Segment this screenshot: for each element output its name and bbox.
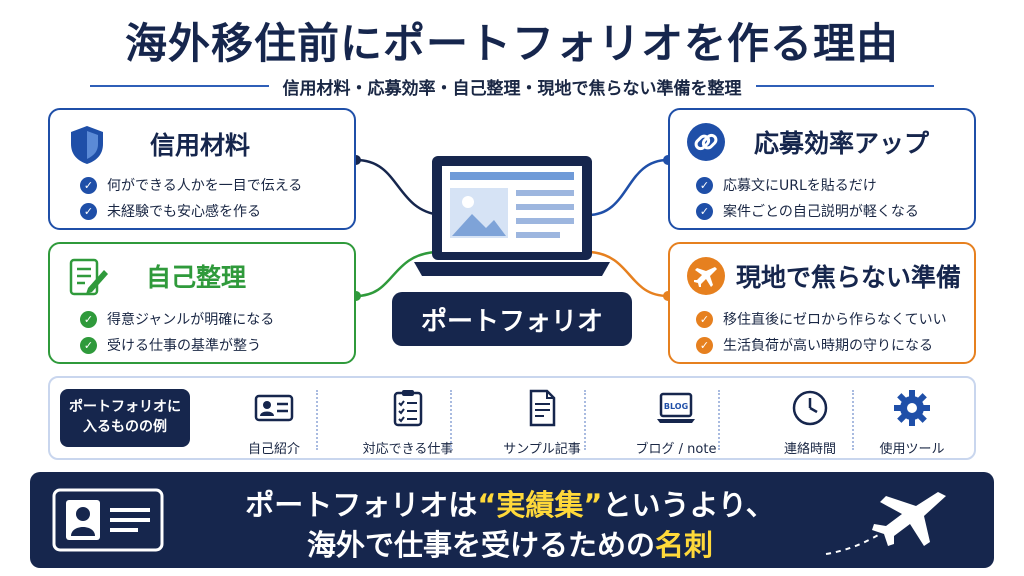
- subtitle-left-rule: [90, 85, 269, 87]
- example-label: 自己紹介: [247, 442, 300, 457]
- check-icon: ✓: [80, 336, 97, 354]
- card-self-organize: 自己整理 ✓ 得意ジャンルが明確になる ✓ 受ける仕事の基準が整う: [48, 242, 356, 364]
- card-credential-list: ✓ 何ができる人かを一目で伝える ✓ 未経験でも安心感を作る: [80, 172, 302, 224]
- checklist-icon: [393, 390, 423, 427]
- examples-heading-line2: 入るものの例: [83, 419, 167, 435]
- examples-divider: [718, 390, 720, 450]
- page-title: 海外移住前にポートフォリオを作る理由: [124, 19, 899, 68]
- id-card-icon: [254, 394, 294, 422]
- example-label: 使用ツール: [879, 442, 945, 457]
- card-preparation-list: ✓ 移住直後にゼロから作らなくていい ✓ 生活負荷が高い時期の守りになる: [696, 306, 947, 358]
- example-self-intro: 自己紹介: [210, 378, 338, 462]
- list-item: ✓ 生活負荷が高い時期の守りになる: [696, 332, 947, 358]
- examples-divider: [450, 390, 452, 450]
- check-icon: ✓: [80, 202, 97, 220]
- list-item-text: 得意ジャンルが明確になる: [107, 312, 275, 328]
- page-subtitle: 信用材料・応募効率・自己整理・現地で焦らない準備を整理: [282, 78, 742, 99]
- check-icon: ✓: [696, 336, 713, 354]
- examples-divider: [316, 390, 318, 450]
- example-label: ブログ / note: [635, 442, 717, 457]
- examples-divider: [852, 390, 854, 450]
- summary-banner: ポートフォリオは“実績集”というより、 海外で仕事を受けるための名刺: [30, 472, 994, 568]
- connector-efficiency: [587, 158, 669, 217]
- card-efficiency: 応募効率アップ ✓ 応募文にURLを貼るだけ ✓ 案件ごとの自己説明が軽くなる: [668, 108, 976, 230]
- list-item-text: 移住直後にゼロから作らなくていい: [723, 312, 947, 328]
- check-icon: ✓: [696, 310, 713, 328]
- check-icon: ✓: [696, 176, 713, 194]
- banner-line-1: ポートフォリオは“実績集”というより、: [230, 482, 790, 524]
- check-icon: ✓: [696, 202, 713, 220]
- example-services: 対応できる仕事: [344, 378, 472, 462]
- list-item: ✓ 未経験でも安心感を作る: [80, 198, 302, 224]
- examples-divider: [584, 390, 586, 450]
- banner-highlight-business-card: 名刺: [655, 528, 714, 562]
- card-preparation-title: 現地で焦らない準備: [736, 263, 962, 292]
- card-efficiency-list: ✓ 応募文にURLを貼るだけ ✓ 案件ごとの自己説明が軽くなる: [696, 172, 919, 224]
- card-self-organize-title: 自己整理: [146, 263, 247, 292]
- examples-heading-line1: ポートフォリオに: [69, 399, 181, 415]
- link-icon: [687, 123, 725, 161]
- list-item: ✓ 案件ごとの自己説明が軽くなる: [696, 198, 919, 224]
- card-self-organize-list: ✓ 得意ジャンルが明確になる ✓ 受ける仕事の基準が整う: [80, 306, 274, 358]
- example-blog: BLOG ブログ / note: [612, 378, 740, 462]
- list-item-text: 応募文にURLを貼るだけ: [723, 178, 877, 194]
- list-item-text: 受ける仕事の基準が整う: [107, 338, 261, 354]
- portfolio-examples: ポートフォリオに 入るものの例 自己紹介 対応できる仕事: [48, 376, 976, 460]
- example-contact-hours: 連絡時間: [746, 378, 874, 462]
- list-item: ✓ 応募文にURLを貼るだけ: [696, 172, 919, 198]
- business-card-icon: [52, 488, 164, 552]
- card-preparation: 現地で焦らない準備 ✓ 移住直後にゼロから作らなくていい ✓ 生活負荷が高い時期の守…: [668, 242, 976, 364]
- banner-line-1-pre: ポートフォリオは: [245, 488, 478, 522]
- card-credential-title: 信用材料: [150, 131, 251, 160]
- blog-laptop-icon: BLOG: [657, 392, 695, 423]
- example-label: 対応できる仕事: [362, 442, 454, 457]
- connector-self: [355, 250, 437, 298]
- airplane-icon: [687, 257, 725, 295]
- banner-line-2: 海外で仕事を受けるための名刺: [230, 522, 790, 564]
- list-item-text: 案件ごとの自己説明が軽くなる: [723, 204, 919, 220]
- check-icon: ✓: [80, 176, 97, 194]
- example-label: 連絡時間: [783, 442, 836, 457]
- subtitle-row: 信用材料・応募効率・自己整理・現地で焦らない準備を整理: [90, 74, 934, 99]
- list-item-text: 何ができる人かを一目で伝える: [107, 178, 303, 194]
- example-label: サンプル記事: [503, 442, 581, 457]
- list-item-text: 生活負荷が高い時期の守りになる: [723, 338, 933, 354]
- examples-heading: ポートフォリオに 入るものの例: [60, 389, 190, 447]
- list-item: ✓ 何ができる人かを一目で伝える: [80, 172, 302, 198]
- connector-credential: [355, 158, 441, 217]
- blog-icon-text: BLOG: [664, 402, 688, 411]
- airplane-flight-icon: [825, 492, 946, 555]
- document-icon: [529, 389, 556, 427]
- list-item-text: 未経験でも安心感を作る: [107, 204, 261, 220]
- banner-line-2-pre: 海外で仕事を受けるための: [306, 528, 655, 562]
- card-credential: 信用材料 ✓ 何ができる人かを一目で伝える ✓ 未経験でも安心感を作る: [48, 108, 356, 230]
- banner-line-1-post: というより、: [602, 488, 775, 522]
- notepad-pencil-icon: [69, 258, 108, 296]
- connector-prep: [589, 250, 669, 298]
- gear-icon: [894, 390, 930, 426]
- card-efficiency-title: 応募効率アップ: [754, 129, 930, 158]
- example-tools: 使用ツール: [848, 378, 976, 462]
- portfolio-badge: ポートフォリオ: [392, 292, 632, 346]
- laptop-icon: [414, 156, 610, 276]
- subtitle-right-rule: [755, 85, 934, 87]
- shield-icon: [71, 126, 103, 164]
- list-item: ✓ 移住直後にゼロから作らなくていい: [696, 306, 947, 332]
- list-item: ✓ 得意ジャンルが明確になる: [80, 306, 274, 332]
- example-sample-article: サンプル記事: [478, 378, 606, 462]
- check-icon: ✓: [80, 310, 97, 328]
- list-item: ✓ 受ける仕事の基準が整う: [80, 332, 274, 358]
- banner-highlight-achievements: “実績集”: [477, 488, 603, 522]
- clock-icon: [792, 390, 828, 426]
